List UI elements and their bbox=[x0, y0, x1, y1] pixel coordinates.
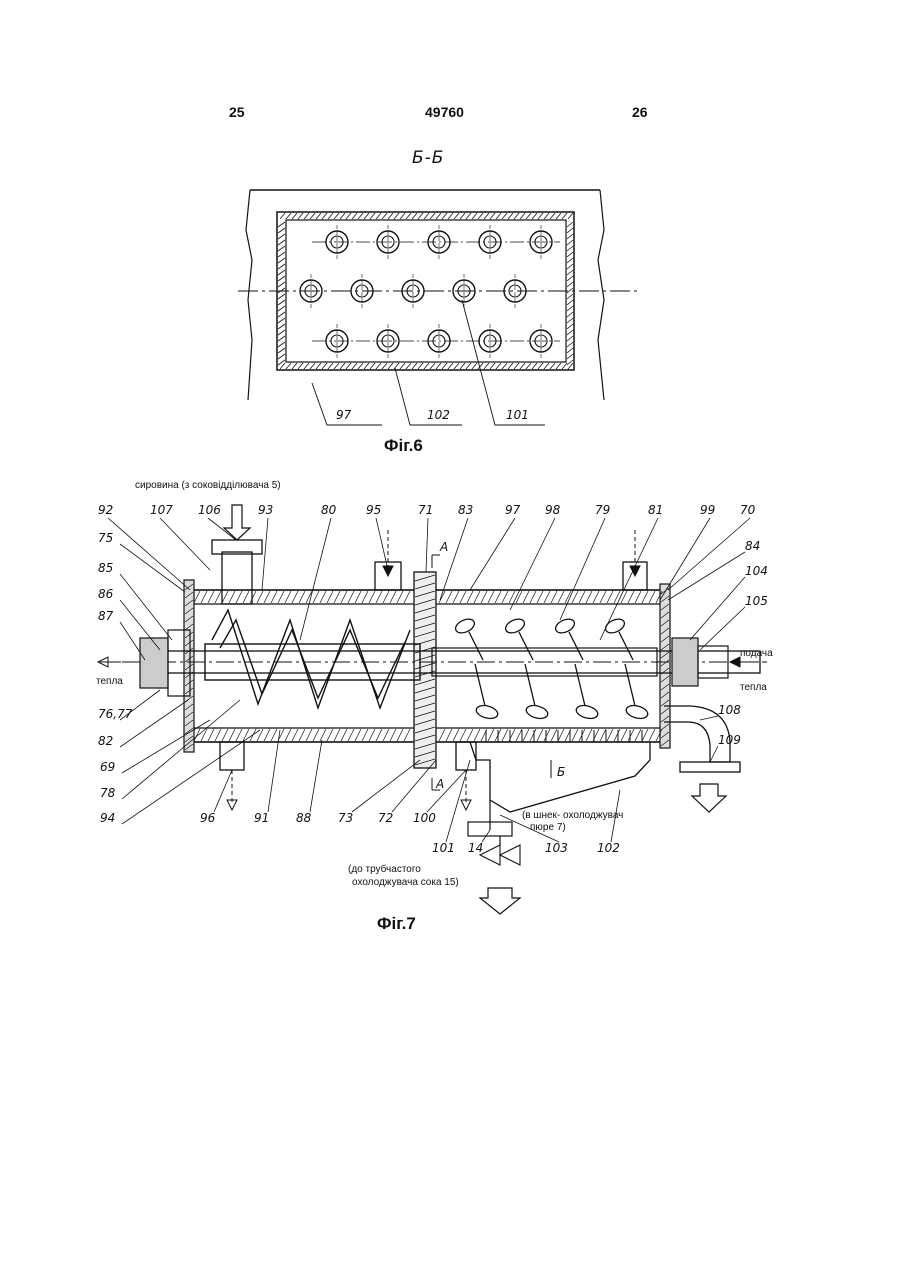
hole-inner bbox=[382, 236, 394, 248]
callout-left-87: 87 bbox=[98, 609, 114, 623]
callout-right-109: 109 bbox=[718, 733, 741, 747]
hole-inner bbox=[356, 285, 368, 297]
fig6-caption: Фіг.6 bbox=[384, 436, 423, 456]
callout-left-82: 82 bbox=[98, 734, 113, 748]
page-number-right: 26 bbox=[632, 104, 648, 120]
page-number-left: 25 bbox=[229, 104, 245, 120]
hole-inner bbox=[535, 236, 547, 248]
hole-outer bbox=[402, 280, 424, 302]
callout-top-107: 107 bbox=[150, 503, 173, 517]
callout-top-95: 95 bbox=[366, 503, 381, 517]
callout-top-83: 83 bbox=[458, 503, 473, 517]
juice-note-1: (до трубчастого bbox=[348, 863, 421, 875]
callout-bottom-88: 88 bbox=[296, 811, 312, 825]
callout-top-97: 97 bbox=[505, 503, 521, 517]
callout-bottom-103: 103 bbox=[545, 841, 568, 855]
hole-inner bbox=[509, 285, 521, 297]
hole-inner bbox=[433, 335, 445, 347]
callout-bottom-72: 72 bbox=[378, 811, 393, 825]
hole-outer bbox=[453, 280, 475, 302]
raw-material-note: сировина (з соковідділювача 5) bbox=[135, 480, 281, 491]
heat-out-label: тепла bbox=[96, 676, 123, 687]
callout-right-84: 84 bbox=[745, 539, 760, 553]
fig7-caption: Фіг.7 bbox=[377, 914, 416, 934]
callout-bottom-73: 73 bbox=[338, 811, 353, 825]
section-marker-a2: А bbox=[435, 777, 444, 791]
callout-top-98: 98 bbox=[545, 503, 561, 517]
callout-left-86: 86 bbox=[98, 587, 114, 601]
puree-note-1: (в шнек- охолоджувач bbox=[522, 810, 623, 821]
callout-left-94: 94 bbox=[100, 811, 115, 825]
callout-top-70: 70 bbox=[740, 503, 756, 517]
callout-bottom-14: 14 bbox=[468, 841, 483, 855]
section-marker-b: Б bbox=[557, 765, 565, 779]
callout-left-76-77: 76,77 bbox=[98, 707, 133, 721]
hole-outer bbox=[377, 231, 399, 253]
heat-in-label-2: тепла bbox=[740, 682, 767, 693]
callout-97: 97 bbox=[336, 408, 352, 422]
hole-inner bbox=[484, 236, 496, 248]
section-label: Б-Б bbox=[412, 148, 444, 168]
callout-bottom-100: 100 bbox=[413, 811, 436, 825]
hole-inner bbox=[484, 335, 496, 347]
heat-in-label-1: подача bbox=[740, 648, 773, 659]
callout-left-69: 69 bbox=[100, 760, 115, 774]
hole-inner bbox=[433, 236, 445, 248]
hole-outer bbox=[530, 330, 552, 352]
hole-outer bbox=[530, 231, 552, 253]
callout-left-78: 78 bbox=[100, 786, 116, 800]
callout-bottom-101: 101 bbox=[432, 841, 455, 855]
hole-outer bbox=[326, 330, 348, 352]
juice-note-2: охолоджувача сока 15) bbox=[352, 877, 459, 888]
callout-bottom-91: 91 bbox=[254, 811, 269, 825]
callout-right-104: 104 bbox=[745, 564, 768, 578]
callout-top-93: 93 bbox=[258, 503, 273, 517]
hole-outer bbox=[428, 231, 450, 253]
puree-note-2: пюре 7) bbox=[530, 822, 566, 833]
callout-102: 102 bbox=[427, 408, 450, 422]
hole-outer bbox=[326, 231, 348, 253]
patent-number: 49760 bbox=[425, 104, 464, 120]
hole-inner bbox=[305, 285, 317, 297]
callout-right-108: 108 bbox=[718, 703, 741, 717]
hole-outer bbox=[504, 280, 526, 302]
callout-right-105: 105 bbox=[745, 594, 768, 608]
callout-left-75: 75 bbox=[98, 531, 113, 545]
hole-outer bbox=[479, 330, 501, 352]
callout-top-81: 81 bbox=[648, 503, 663, 517]
callout-left-85: 85 bbox=[98, 561, 113, 575]
hole-outer bbox=[300, 280, 322, 302]
callout-top-79: 79 bbox=[595, 503, 610, 517]
callout-top-92: 92 bbox=[98, 503, 113, 517]
callout-top-106: 106 bbox=[198, 503, 221, 517]
callout-top-71: 71 bbox=[418, 503, 433, 517]
hole-inner bbox=[535, 335, 547, 347]
callout-top-99: 99 bbox=[700, 503, 715, 517]
hole-inner bbox=[458, 285, 470, 297]
hole-inner bbox=[407, 285, 419, 297]
callout-top-80: 80 bbox=[321, 503, 337, 517]
section-marker-a: А bbox=[439, 540, 448, 554]
callout-bottom-102: 102 bbox=[597, 841, 620, 855]
hole-inner bbox=[382, 335, 394, 347]
hole-outer bbox=[377, 330, 399, 352]
hole-inner bbox=[331, 236, 343, 248]
hole-inner bbox=[331, 335, 343, 347]
hole-outer bbox=[351, 280, 373, 302]
hole-outer bbox=[479, 231, 501, 253]
hole-outer bbox=[428, 330, 450, 352]
callout-101: 101 bbox=[506, 408, 529, 422]
callout-bottom-96: 96 bbox=[200, 811, 216, 825]
